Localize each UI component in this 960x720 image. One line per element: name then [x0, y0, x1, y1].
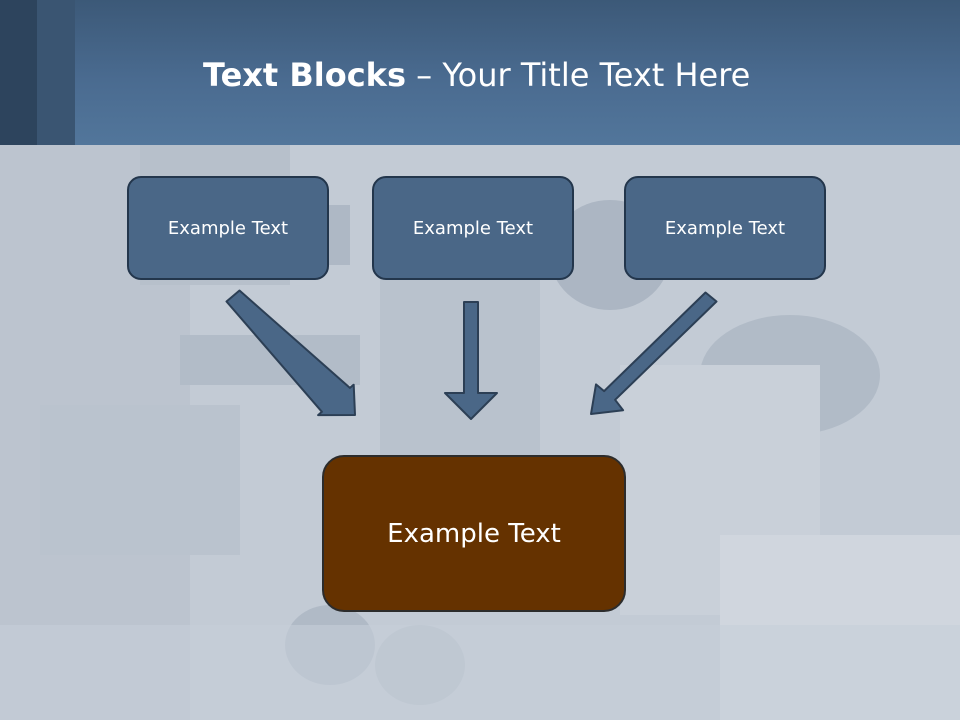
text-block-right: Example Text — [624, 176, 826, 280]
slide-title-bold: Text Blocks — [203, 56, 406, 94]
header-accent-strip — [37, 0, 75, 145]
header-band: Text Blocks – Your Title Text Here — [0, 0, 960, 145]
text-block-result: Example Text — [322, 455, 626, 612]
text-block-center: Example Text — [372, 176, 574, 280]
text-block-left: Example Text — [127, 176, 329, 280]
header-accent-strip — [0, 0, 37, 145]
slide-title-rest: – Your Title Text Here — [406, 56, 751, 94]
slide-title: Text Blocks – Your Title Text Here — [203, 52, 750, 98]
